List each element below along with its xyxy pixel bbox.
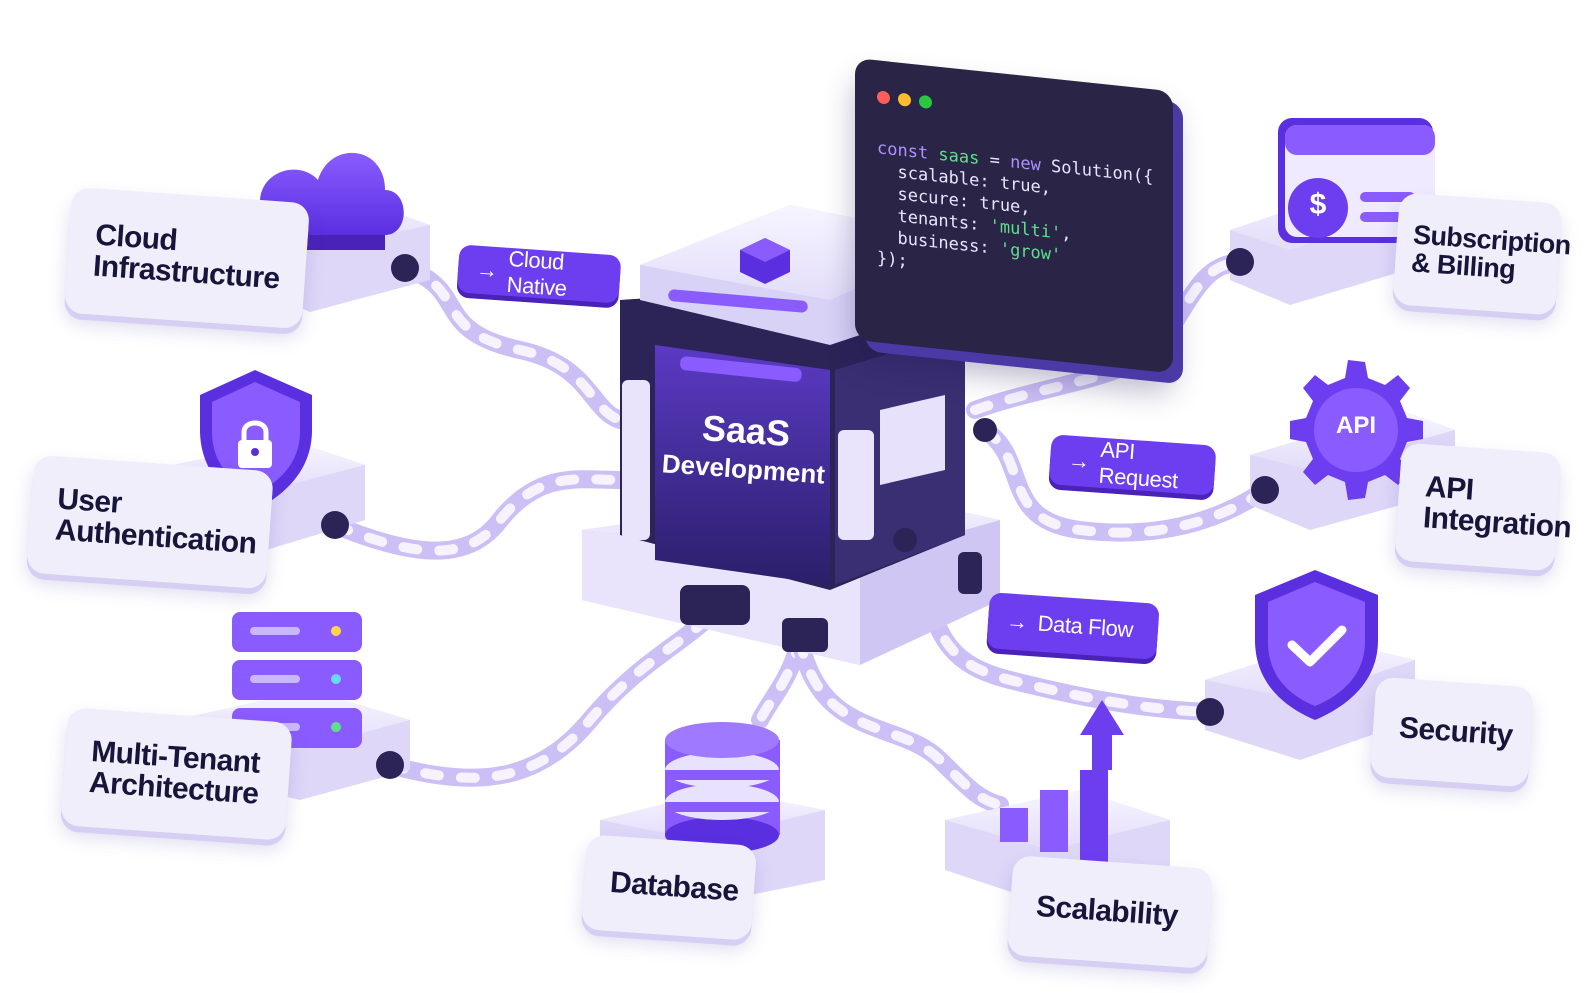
- flow-tag-cloud-native-text: Cloud Native: [505, 245, 568, 301]
- flow-tag-data-flow: → Data Flow: [986, 592, 1160, 660]
- node-billing-label: Subscription & Billing: [1392, 192, 1572, 316]
- minimize-dot-icon: [898, 92, 911, 107]
- node-scalability-line1: Scalability: [1035, 889, 1179, 933]
- node-security-line1: Security: [1398, 711, 1514, 752]
- flow-tag-data-flow-text: Data Flow: [1036, 610, 1134, 643]
- node-database-line1: Database: [609, 866, 740, 909]
- code-snippet: const saas = new Solution({ scalable: tr…: [877, 137, 1153, 298]
- node-security-label: Security: [1369, 676, 1535, 788]
- dollar-symbol: $: [1309, 188, 1327, 221]
- node-database-label: Database: [580, 834, 758, 941]
- cable-cloud: [396, 259, 629, 429]
- server-stack-icon: [232, 612, 362, 748]
- api-gear-icon: [1290, 360, 1423, 500]
- cable-scalability: [791, 631, 1009, 814]
- window-controls: [877, 90, 1151, 132]
- cable-auth: [326, 470, 629, 560]
- code-window: const saas = new Solution({ scalable: tr…: [855, 58, 1173, 374]
- node-tenant-label: Multi-Tenant Architecture: [60, 707, 293, 841]
- node-api-label: API Integration: [1394, 442, 1572, 572]
- node-auth-label: User Authentication: [26, 454, 274, 590]
- maximize-dot-icon: [919, 94, 932, 110]
- node-scalability-label: Scalability: [1006, 855, 1214, 969]
- close-dot-icon: [877, 90, 890, 105]
- arrow-right-icon: →: [1067, 447, 1091, 474]
- hub-title: SaaS Development: [653, 404, 838, 491]
- code-token: =: [979, 149, 1011, 173]
- arrow-right-icon: →: [1005, 608, 1029, 635]
- node-cloud-label: Cloud Infrastructure: [63, 186, 311, 330]
- cable-api: [976, 421, 1274, 542]
- code-token: });: [877, 248, 908, 272]
- dollar-card-icon: [1278, 118, 1435, 243]
- code-token: new: [1010, 152, 1041, 176]
- api-gear-label: API: [1335, 412, 1376, 439]
- hub-side-button: [958, 552, 982, 594]
- database-icon: [665, 722, 780, 853]
- cable-tenant: [381, 601, 724, 787]
- arrow-right-icon: →: [475, 256, 499, 284]
- shield-check-icon: [1255, 570, 1378, 720]
- code-token: ,: [1061, 223, 1072, 245]
- growth-chart-icon: [1000, 700, 1124, 862]
- node-api-line2: Integration: [1421, 501, 1573, 545]
- flow-tag-api-request-text: API Request: [1097, 436, 1179, 494]
- cable-ports: [321, 248, 1279, 779]
